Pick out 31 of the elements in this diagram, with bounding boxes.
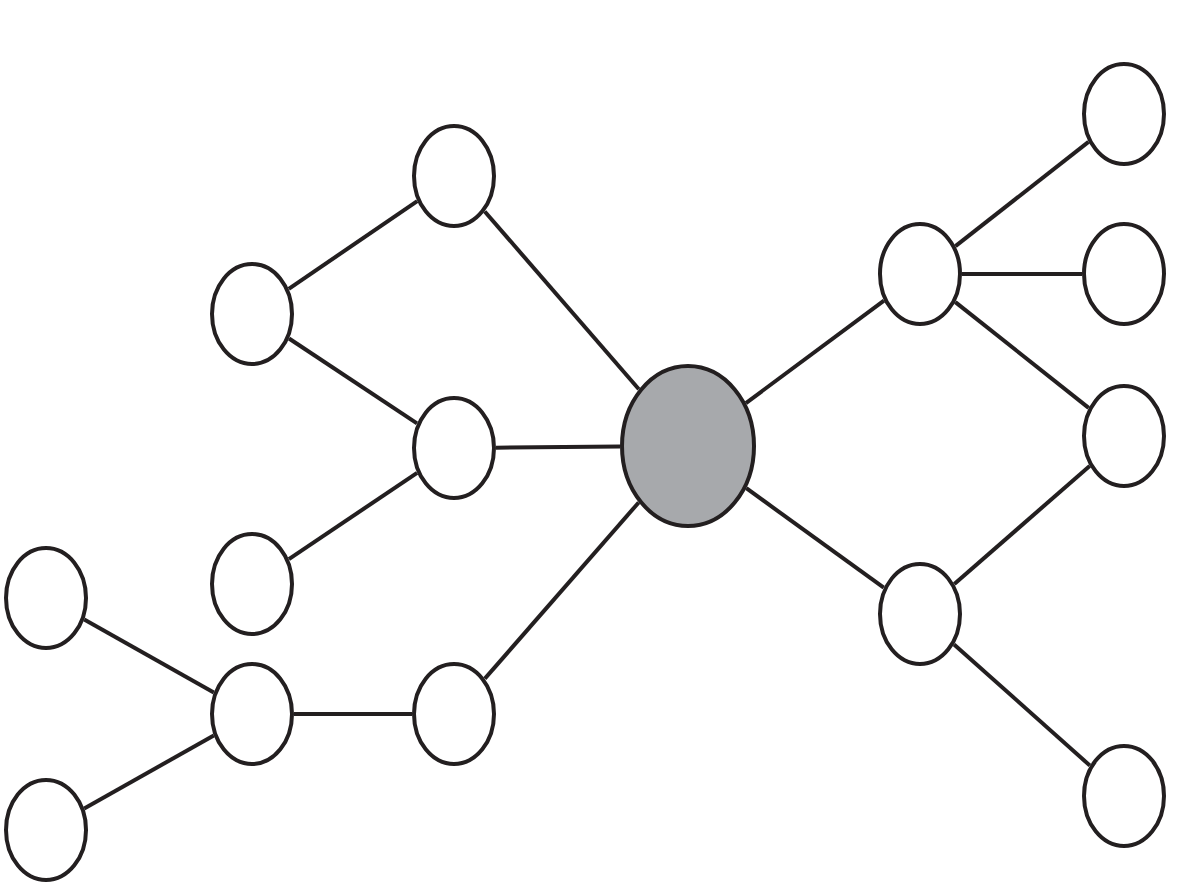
- connector-line: [83, 733, 215, 811]
- circle-node: [878, 222, 962, 326]
- circle-node: [1082, 62, 1166, 166]
- connector-line: [83, 617, 215, 695]
- circle-node: [4, 778, 88, 882]
- circle-node: [412, 662, 496, 766]
- connector-line: [745, 486, 885, 590]
- circle-node: [210, 532, 294, 636]
- connector-line: [483, 210, 641, 391]
- connector-line: [496, 444, 621, 450]
- connector-line: [287, 471, 419, 561]
- circle-node: [4, 546, 88, 650]
- circle-node: [1082, 222, 1166, 326]
- connector-line: [953, 464, 1091, 586]
- circle-node: [210, 262, 294, 366]
- circle-node: [878, 562, 962, 666]
- connector-line: [744, 299, 886, 405]
- circle-node: [620, 364, 756, 528]
- circle-node: [1082, 744, 1166, 848]
- connector-line: [294, 712, 412, 716]
- circle-node: [412, 396, 496, 500]
- connector-line: [287, 199, 419, 291]
- connector-line: [952, 642, 1092, 768]
- circle-node: [1082, 384, 1166, 488]
- connector-line: [962, 272, 1082, 276]
- connector-line: [483, 501, 641, 680]
- connector-line: [954, 300, 1090, 410]
- connector-line: [287, 336, 419, 426]
- circle-node: [210, 662, 294, 766]
- circle-node: [412, 124, 496, 228]
- connector-line: [954, 140, 1090, 248]
